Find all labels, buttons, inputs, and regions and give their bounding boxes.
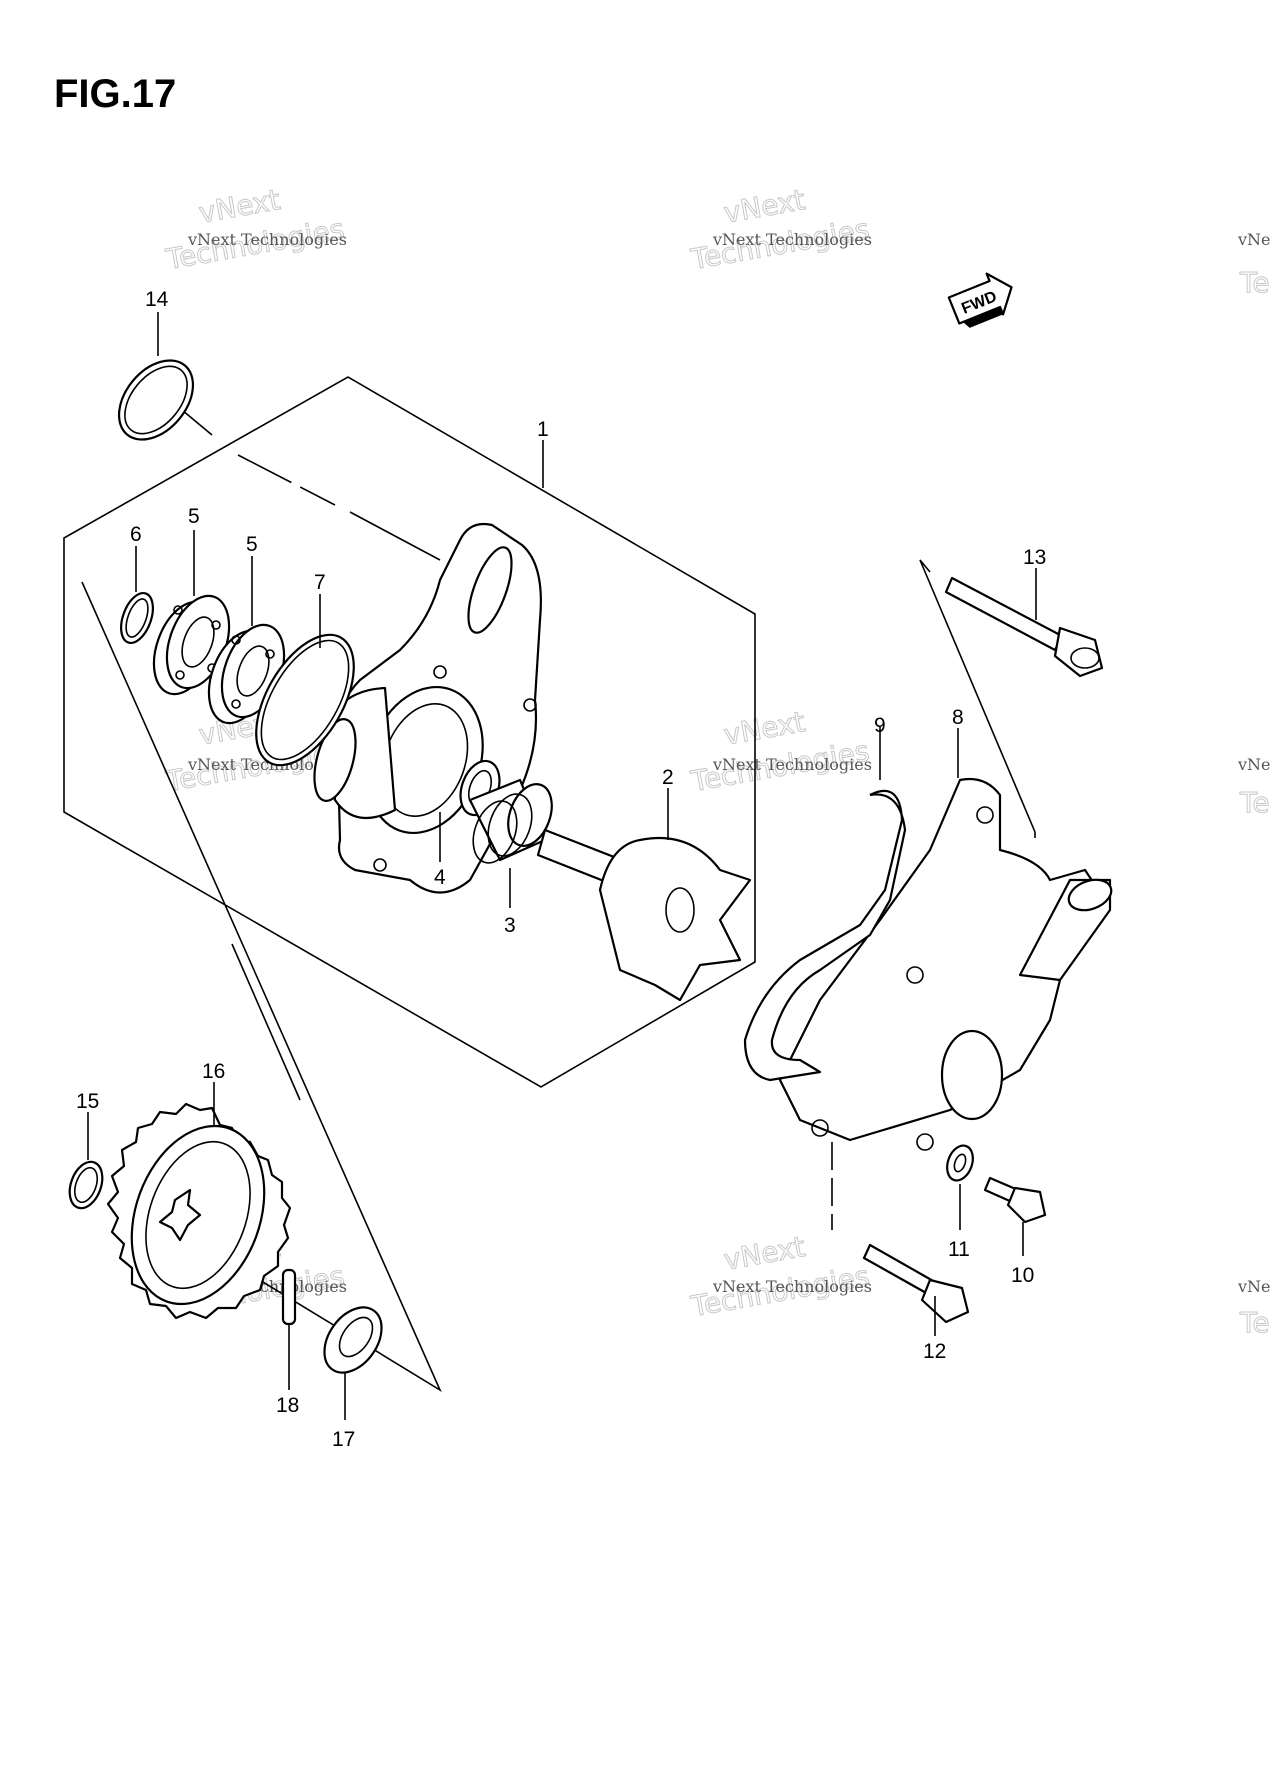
- watermark-caption: vNext Technologies: [187, 755, 347, 774]
- part-12-bolt: [862, 1243, 970, 1324]
- callout-16: 16: [202, 1060, 225, 1083]
- callout-8: 8: [952, 706, 964, 729]
- callout-5: 5: [188, 505, 200, 528]
- part-7-o-ring: [255, 633, 355, 767]
- callout-4: 4: [434, 866, 446, 889]
- svg-text:vNext: vNext: [721, 1230, 807, 1277]
- watermark-caption-partial: vNe: [1237, 230, 1271, 249]
- part-2-impeller-shaft: [536, 828, 752, 1002]
- callout-1: 1: [537, 418, 549, 441]
- watermark-partial: Te: [1239, 786, 1270, 819]
- watermark-bottom-center: vNext Technologies: [687, 1230, 872, 1324]
- part-9-gasket: [743, 789, 907, 1082]
- part-13-bolt: [944, 576, 1104, 678]
- part-3-mechanical-seal: [468, 778, 553, 864]
- watermark-caption: vNext Technologies: [187, 230, 347, 249]
- figure-title: FIG.17: [54, 72, 177, 116]
- part-6-circlip: [120, 592, 154, 644]
- callout-7: 7: [314, 571, 326, 594]
- callout-13: 13: [1023, 546, 1046, 569]
- callout-15: 15: [76, 1090, 99, 1113]
- part-8-pump-cover: [778, 777, 1113, 1151]
- callout-5: 5: [246, 533, 258, 556]
- callout-17: 17: [332, 1428, 355, 1451]
- svg-text:vNext: vNext: [721, 183, 807, 230]
- callout-11: 11: [948, 1238, 970, 1261]
- callout-18: 18: [276, 1394, 299, 1417]
- callout-14: 14: [145, 288, 169, 311]
- assembly-outline: [63, 376, 756, 1088]
- callout-6: 6: [130, 523, 142, 546]
- callout-10: 10: [1011, 1264, 1034, 1287]
- watermark-caption: vNext Technologies: [712, 755, 872, 774]
- callout-3: 3: [504, 914, 516, 937]
- watermark-partial: Te: [1239, 266, 1270, 299]
- watermark-caption-partial: vNe: [1237, 755, 1271, 774]
- watermark-caption-partial: vNe: [1237, 1277, 1271, 1296]
- gear-group-outline: [81, 581, 442, 1393]
- watermark-caption: vNext Technologies: [712, 1277, 872, 1296]
- fwd-arrow-icon: FWD: [947, 272, 1013, 328]
- svg-text:vNext: vNext: [721, 705, 807, 752]
- part-16-gear: [106, 1102, 292, 1320]
- svg-text:vNext: vNext: [196, 183, 282, 230]
- part-15-circlip: [68, 1160, 104, 1210]
- watermark-mid-center: vNext Technologies: [687, 705, 872, 799]
- watermark-top-center: vNext Technologies: [687, 183, 872, 277]
- callout-9: 9: [874, 714, 886, 737]
- part-17-washer: [323, 1306, 383, 1374]
- watermark-top-left: vNext Technologies: [162, 183, 347, 277]
- part-14-o-ring: [117, 359, 195, 441]
- callout-2: 2: [662, 766, 674, 789]
- callout-12: 12: [923, 1340, 946, 1363]
- part-18-pin: [281, 1268, 297, 1326]
- watermark-caption: vNext Technologies: [712, 230, 872, 249]
- watermark-partial: Te: [1239, 1306, 1270, 1339]
- part-11-washer: [946, 1144, 974, 1182]
- part-10-bolt: [983, 1176, 1047, 1224]
